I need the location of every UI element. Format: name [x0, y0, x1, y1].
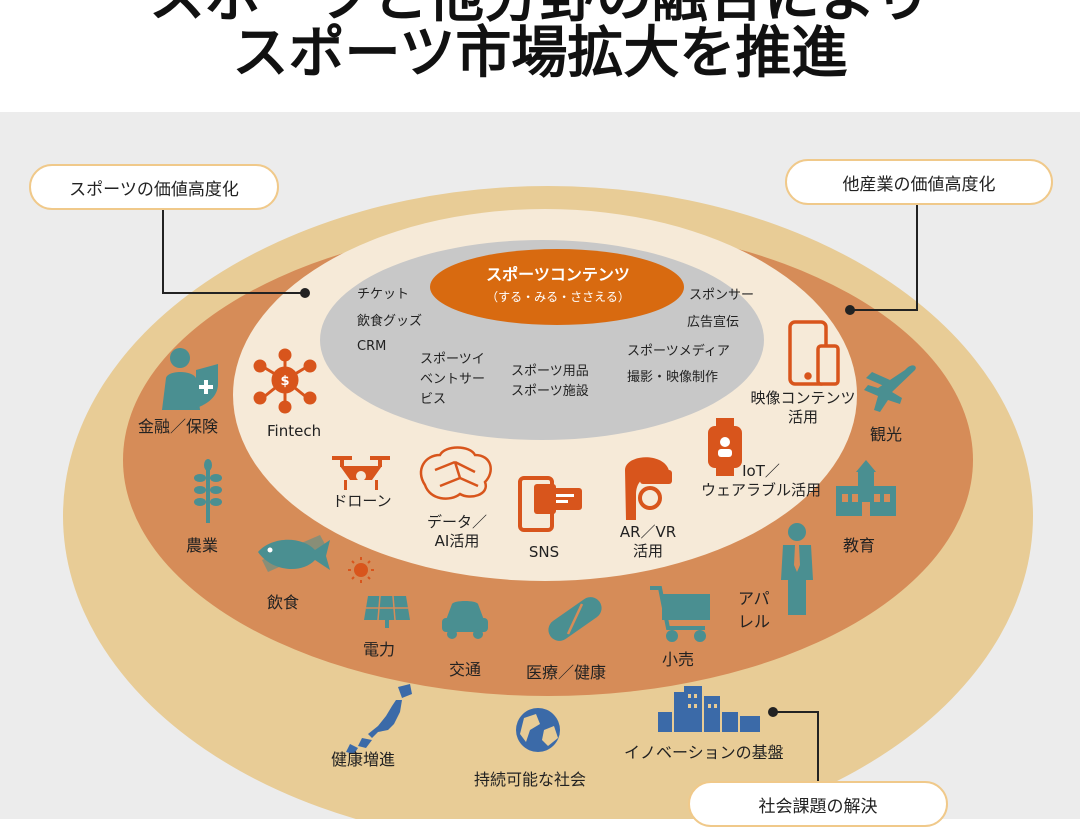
title-line-2: スポーツ市場拡大を推進: [232, 21, 848, 86]
label-education: 教育: [843, 536, 876, 555]
title-area: スポーツと他分野の融合により スポーツ市場拡大を推進: [0, 0, 1080, 112]
label-crm: CRM: [357, 339, 387, 354]
connector-other-industry: [850, 203, 918, 311]
label-advertising: 広告宣伝: [687, 315, 740, 330]
pill-social-issues: 社会課題の解決: [688, 781, 948, 827]
label-food-goods: 飲食グッズ: [357, 314, 423, 329]
core-subtitle: （する・みる・ささえる）: [486, 290, 630, 304]
drone-icon: [332, 456, 390, 490]
label-goods-facility: スポーツ用品 スポーツ施設: [511, 364, 589, 399]
finance-insurance-icon: [162, 348, 218, 410]
label-media: スポーツメディア: [627, 344, 730, 359]
label-fintech: Fintech: [267, 422, 322, 440]
pill-sports-value: スポーツの価値高度化: [29, 164, 279, 210]
label-sns: SNS: [528, 543, 560, 561]
label-tourism: 観光: [870, 425, 903, 444]
solar-panel-icon: [364, 595, 410, 628]
vr-headset-icon: [625, 457, 672, 520]
fish-icon: [258, 535, 330, 572]
connector-social: [773, 711, 819, 781]
label-food: 飲食: [267, 593, 300, 612]
sun-icon: [348, 557, 374, 583]
core-title: スポーツコンテンツ: [486, 265, 630, 284]
label-sponsor: スポンサー: [689, 288, 755, 303]
label-health: 健康増進: [331, 750, 396, 769]
label-filming: 撮影・映像制作: [627, 370, 719, 385]
school-building-icon: [836, 460, 896, 516]
city-buildings-icon: [658, 686, 760, 732]
label-innovation: イノベーションの基盤: [624, 743, 784, 762]
fintech-icon: $: [253, 348, 317, 414]
wheat-icon: [194, 459, 222, 523]
label-iot: IoT／ ウェアラブル活用: [700, 462, 822, 499]
svg-text:$: $: [280, 374, 289, 389]
airplane-icon: [864, 365, 916, 412]
medicine-capsule-icon: [548, 597, 602, 641]
globe-icon: [516, 708, 560, 752]
ai-brain-icon: [419, 446, 492, 500]
businessman-icon: [781, 523, 813, 615]
connector-sports-value: [162, 206, 305, 294]
label-agriculture: 農業: [186, 536, 219, 555]
title-line-1: スポーツと他分野の融合により: [0, 0, 1080, 30]
label-finance: 金融／保険: [138, 417, 219, 436]
video-devices-icon: [788, 320, 840, 386]
sns-phone-icon: [518, 476, 582, 532]
label-data-ai: データ／ AI活用: [426, 513, 488, 550]
smartwatch-icon: [708, 418, 742, 476]
japan-map-icon: [346, 684, 412, 754]
core-ellipse: [430, 249, 684, 325]
label-medical: 医療／健康: [526, 663, 607, 682]
label-retail: 小売: [662, 650, 695, 669]
label-event-service: スポーツイ ベントサー ビス: [420, 352, 486, 407]
label-ticket: チケット: [357, 287, 410, 302]
label-apparel: アパ レル: [738, 589, 771, 631]
car-icon: [442, 601, 488, 639]
label-ar-vr: AR／VR 活用: [619, 523, 677, 560]
label-video: 映像コンテンツ 活用: [750, 389, 856, 426]
label-transport: 交通: [449, 660, 482, 679]
label-sustainable: 持続可能な社会: [474, 770, 587, 789]
label-drone: ドローン: [332, 492, 392, 510]
pill-other-industry-value: 他産業の価値高度化: [785, 159, 1053, 205]
label-power: 電力: [363, 640, 396, 659]
connector-lines: [162, 203, 918, 781]
shopping-cart-icon: [650, 586, 710, 642]
